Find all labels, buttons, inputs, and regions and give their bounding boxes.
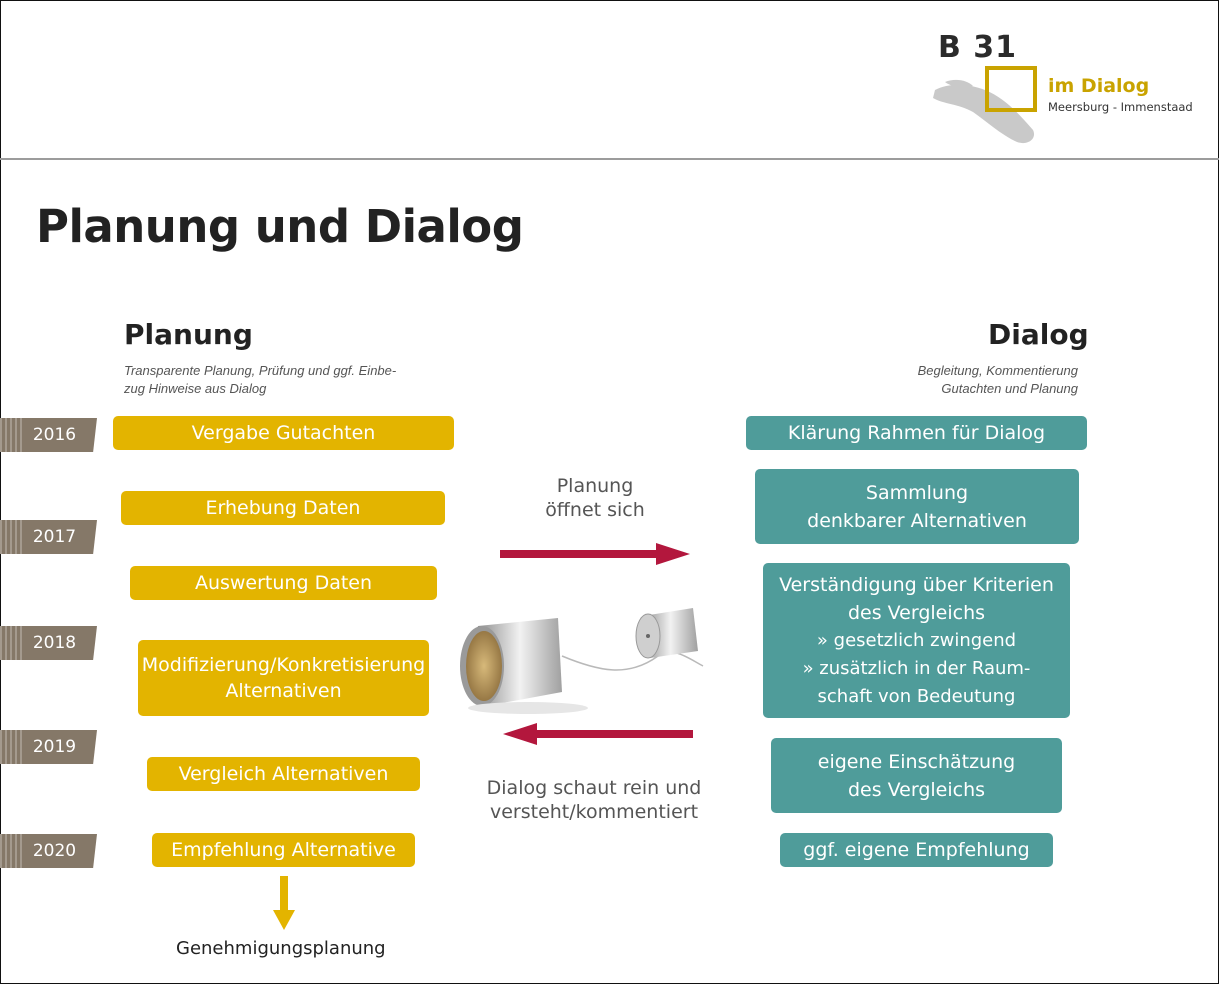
logo-place-text: Meersburg - Immenstaad — [1048, 100, 1193, 114]
planning-heading: Planung — [124, 318, 253, 351]
logo-title: B 31 — [938, 30, 1018, 65]
tin-can-telephone-icon — [460, 608, 704, 714]
planning-subtitle-line: Transparente Planung, Prüfung und ggf. E… — [124, 363, 397, 378]
dialog-looks-line: Dialog schaut rein und — [486, 777, 702, 799]
dialog-step: eigene Einschätzung des Vergleichs — [771, 738, 1062, 813]
planning-step-line: Modifizierung/Konkretisierung — [141, 654, 426, 676]
dialog-step: Verständigung über Kriterien des Verglei… — [763, 563, 1070, 718]
dialog-step: Sammlung denkbarer Alternativen — [755, 469, 1079, 544]
dialog-heading: Dialog — [988, 318, 1089, 351]
year-tag-2016: 2016 — [0, 418, 97, 452]
dialog-step-line: » gesetzlich zwingend — [816, 629, 1017, 651]
dialog-step: Klärung Rahmen für Dialog — [746, 416, 1087, 450]
dialog-step-line: eigene Einschätzung — [817, 750, 1016, 773]
year-tag-2017: 2017 — [0, 520, 97, 554]
year-tag-2018: 2018 — [0, 626, 97, 660]
dialog-step-line: » zusätzlich in der Raum- — [802, 657, 1031, 679]
header-divider — [0, 158, 1219, 160]
dialog-step-line: Sammlung — [865, 481, 969, 504]
planning-step: Erhebung Daten — [121, 491, 445, 525]
planning-step: Vergabe Gutachten — [113, 416, 454, 450]
planning-step: Modifizierung/Konkretisierung Alternativ… — [138, 640, 429, 716]
dialog-step-line: des Vergleichs — [847, 601, 986, 624]
dialog-step-line: schaft von Bedeutung — [817, 685, 1016, 707]
planning-step: Empfehlung Alternative — [152, 833, 415, 867]
dialog-subtitle-line: Begleitung, Kommentierung — [917, 363, 1078, 378]
dialog-subtitle-line: Gutachten und Planung — [941, 381, 1078, 396]
right-arrow-icon — [500, 543, 690, 565]
planning-subtitle: Transparente Planung, Prüfung und ggf. E… — [124, 362, 484, 398]
page-title: Planung und Dialog — [36, 200, 524, 253]
dialog-step-line: Verständigung über Kriterien — [779, 573, 1054, 596]
planning-result: Genehmigungsplanung — [176, 938, 386, 959]
planning-step-line: Alternativen — [225, 680, 342, 702]
planning-opens-line: Planung — [556, 475, 634, 497]
dialog-looks-label: Dialog schaut rein und versteht/kommenti… — [478, 776, 710, 824]
down-arrow-icon — [273, 876, 295, 930]
dialog-looks-line: versteht/kommentiert — [489, 801, 699, 823]
dialog-step: ggf. eigene Empfehlung — [780, 833, 1053, 867]
lake-map-logo-icon — [933, 66, 1037, 144]
year-tag-2019: 2019 — [0, 730, 97, 764]
planning-opens-label: Planung öffnet sich — [505, 474, 685, 522]
planning-subtitle-line: zug Hinweise aus Dialog — [124, 381, 267, 396]
logo-dialog-text: im Dialog — [1048, 75, 1150, 97]
dialog-step-line: des Vergleichs — [847, 778, 986, 801]
planning-step: Vergleich Alternativen — [147, 757, 420, 791]
planning-opens-line: öffnet sich — [545, 499, 645, 521]
dialog-subtitle: Begleitung, Kommentierung Gutachten und … — [800, 362, 1078, 398]
left-arrow-icon — [503, 723, 693, 745]
year-tag-2020: 2020 — [0, 834, 97, 868]
dialog-step-line: denkbarer Alternativen — [807, 509, 1027, 532]
planning-step: Auswertung Daten — [130, 566, 437, 600]
